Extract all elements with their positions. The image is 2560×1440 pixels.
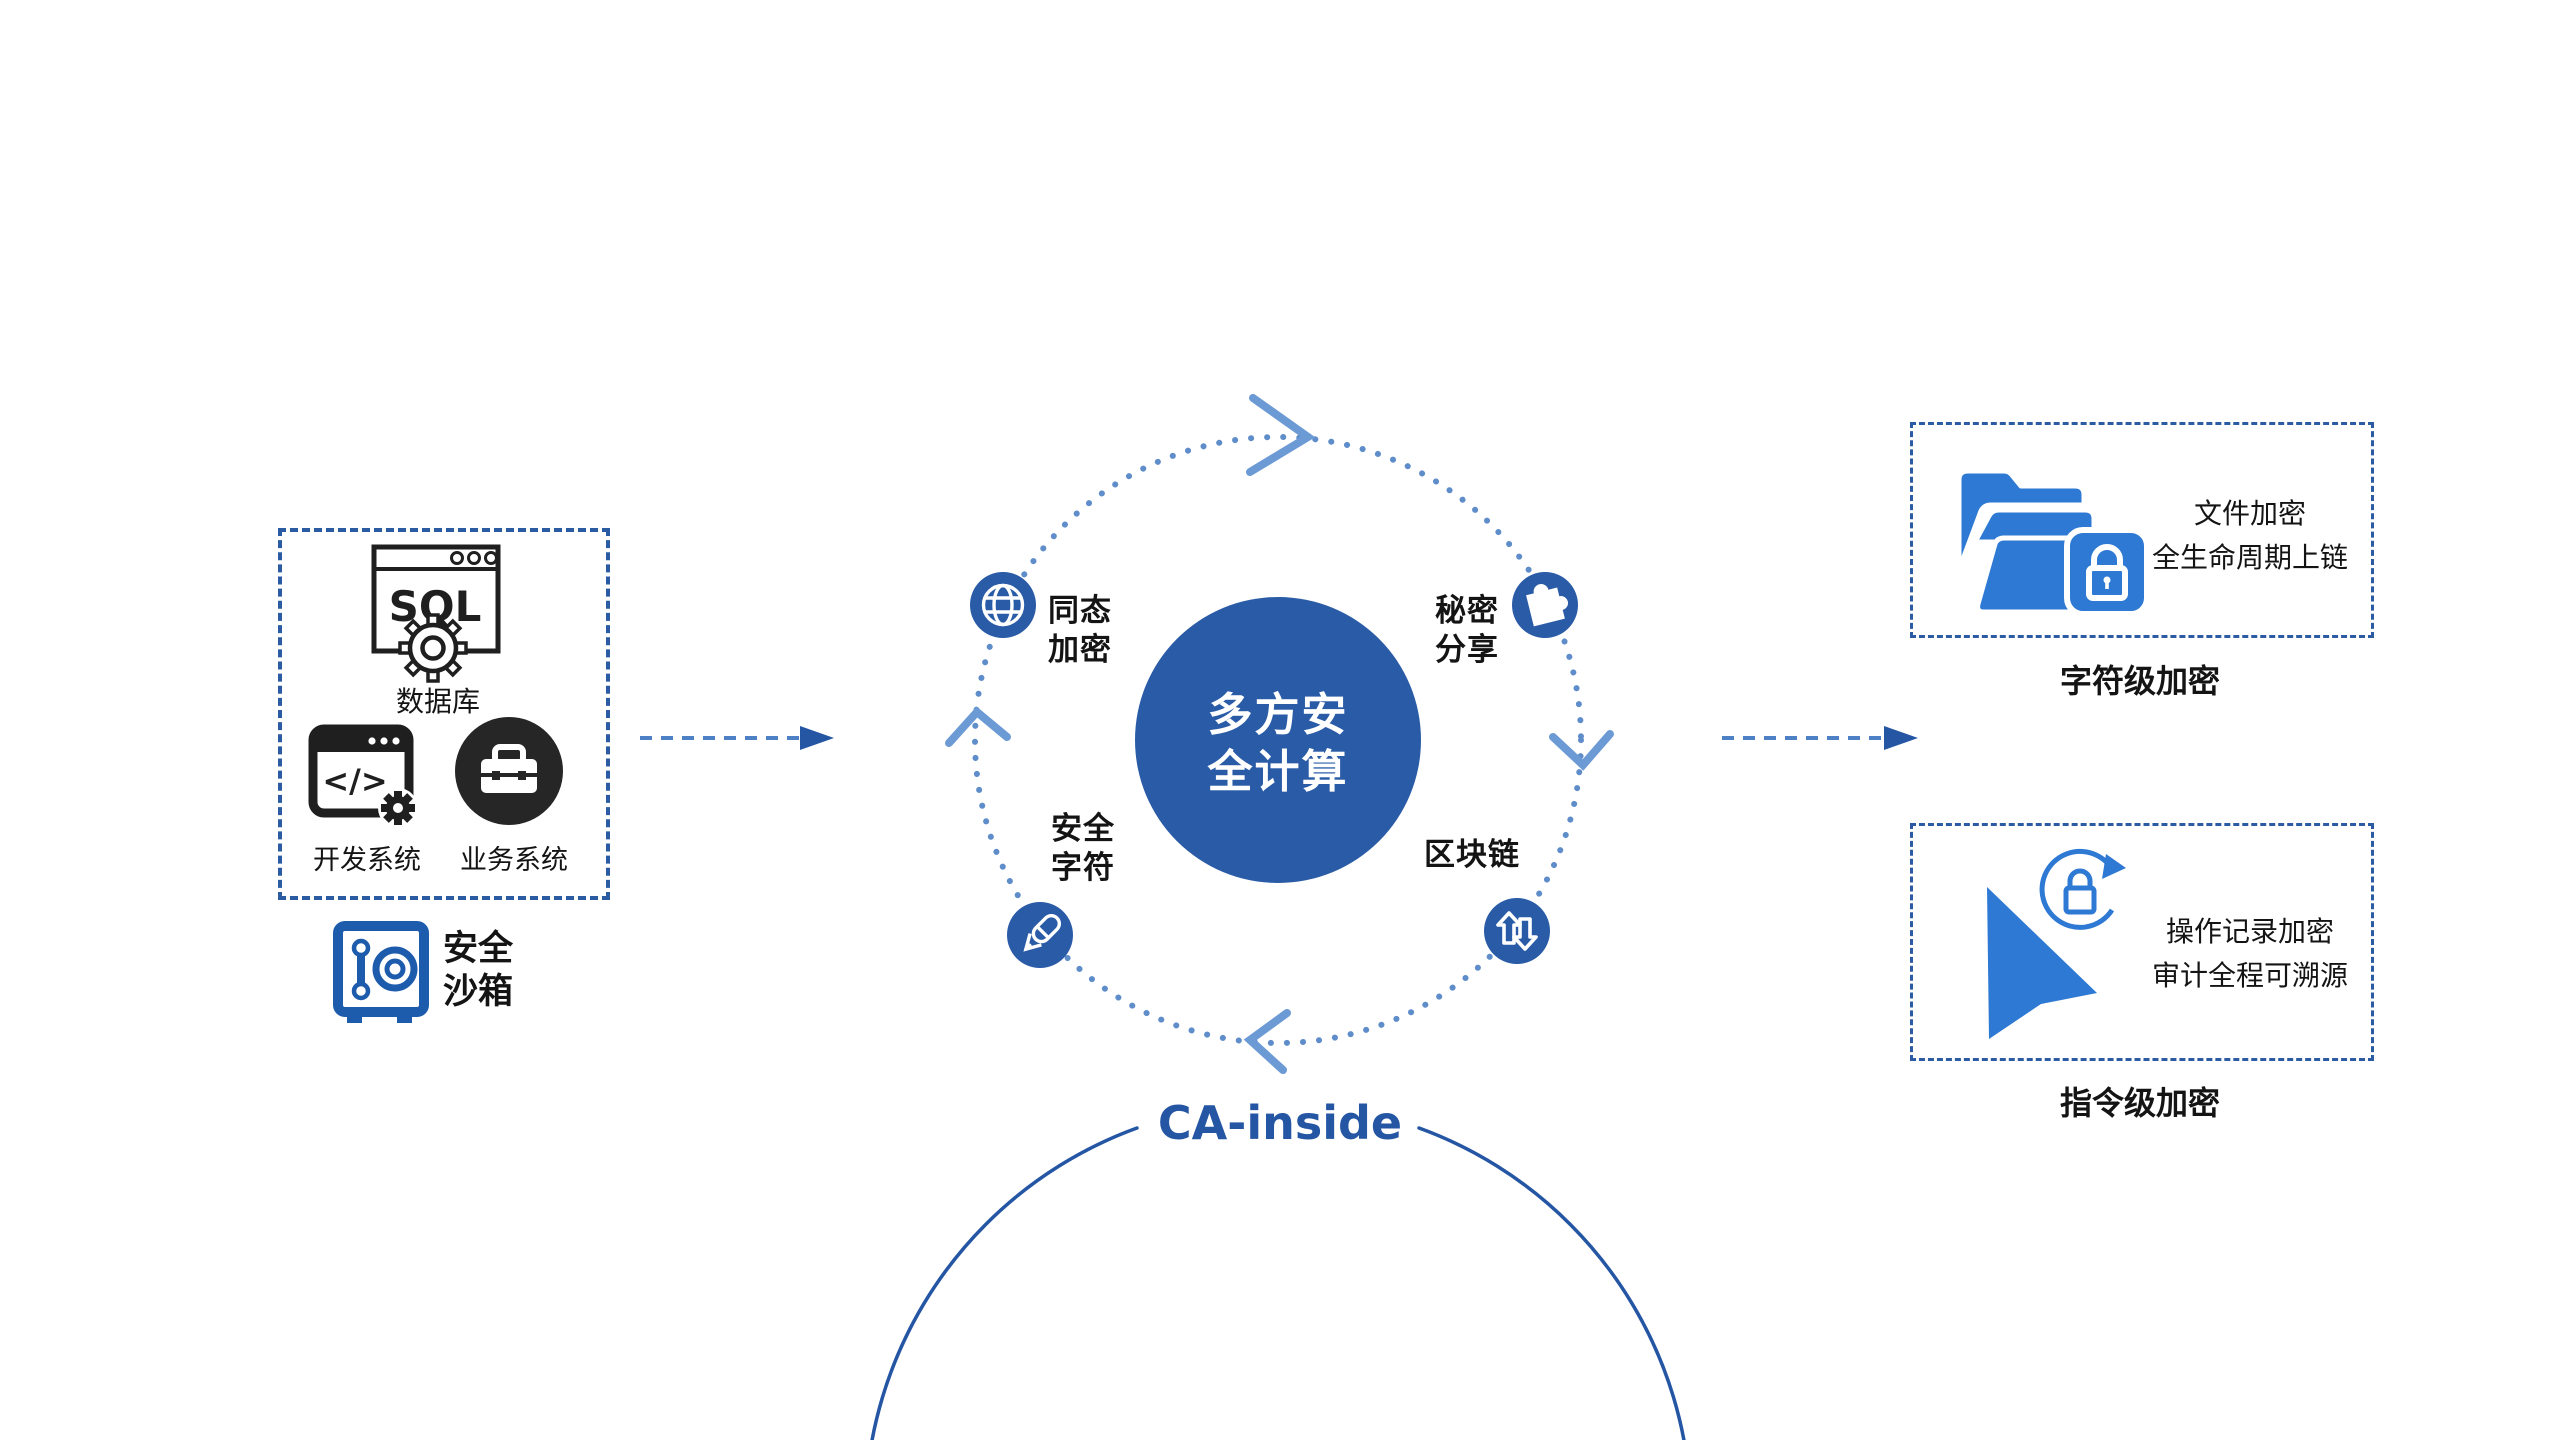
code-text: </> — [322, 762, 387, 800]
brand-label: CA-inside — [1157, 1096, 1403, 1150]
code-window-icon: </> — [308, 724, 418, 826]
arrowhead-icon — [800, 726, 834, 750]
core-label: 多方安 全计算 — [1128, 686, 1428, 800]
node-chars-line2: 字符 — [1051, 850, 1115, 886]
flow-arrow-right — [1722, 726, 1918, 750]
core-label-line1: 多方安 — [1207, 688, 1349, 741]
refresh-lock-icon — [2039, 848, 2126, 930]
chevron-up-icon — [945, 706, 1011, 747]
database-label: 数据库 — [395, 685, 480, 718]
core-label-line2: 全计算 — [1207, 745, 1349, 798]
char-level-caption: 字符级加密 — [2059, 662, 2220, 700]
chevron-down-icon — [1549, 730, 1614, 771]
pencil-icon — [1007, 902, 1073, 968]
sql-window-icon: SQL — [371, 544, 501, 683]
sandbox-label-line1: 安全 — [443, 929, 514, 969]
rotation-chevrons — [945, 394, 1614, 1074]
dev-system-label: 开发系统 — [313, 845, 421, 876]
node-label-secure-chars: 安全 字符 — [1051, 810, 1115, 888]
core-circle — [1135, 597, 1421, 883]
gear-icon — [378, 788, 418, 826]
chevron-right-icon — [1246, 394, 1316, 476]
safe-icon — [333, 921, 429, 1023]
puzzle-icon — [1512, 572, 1578, 638]
file-encryption-line1: 文件加密 — [2193, 497, 2306, 530]
arrowhead-icon — [1884, 726, 1918, 750]
node-chars-line1: 安全 — [1051, 811, 1115, 847]
folder-lock-icon — [1956, 468, 2150, 617]
audit-line1: 操作记录加密 — [2165, 915, 2334, 948]
audit-text: 操作记录加密 审计全程可溯源 — [2130, 910, 2370, 998]
flow-arrow-left — [640, 726, 834, 750]
file-encryption-text: 文件加密 全生命周期上链 — [2130, 492, 2370, 580]
chevron-left-icon — [1243, 1009, 1291, 1074]
instruction-level-caption: 指令级加密 — [2059, 1084, 2220, 1122]
window-dots-icon — [450, 551, 498, 565]
node-label-blockchain: 区块链 — [1424, 836, 1520, 875]
gear-icon — [398, 613, 468, 683]
node-label-homomorphic: 同态 加密 — [1048, 592, 1112, 670]
refresh-arrowhead-icon — [2102, 854, 2126, 879]
sandbox-label-line2: 沙箱 — [443, 972, 514, 1012]
data-sources-box — [278, 528, 610, 900]
cursor-lock-icon — [1987, 848, 2126, 1039]
file-encryption-line2: 全生命周期上链 — [2151, 541, 2348, 574]
outer-circle — [870, 1126, 1686, 1440]
node-secret-line2: 分享 — [1435, 632, 1499, 668]
node-label-secret-sharing: 秘密 分享 — [1435, 592, 1499, 670]
briefcase-icon — [455, 717, 563, 825]
sandbox-label: 安全 沙箱 — [443, 928, 513, 1014]
node-homomorphic-line1: 同态 — [1048, 593, 1112, 629]
node-secret-line1: 秘密 — [1435, 593, 1499, 629]
lock-badge-icon — [2064, 527, 2150, 617]
file-encryption-box — [1910, 422, 2374, 638]
transfer-arrows-icon — [1484, 898, 1550, 964]
globe-icon — [970, 572, 1036, 638]
node-homomorphic-line2: 加密 — [1048, 632, 1112, 668]
node-blockchain-line1: 区块链 — [1424, 837, 1520, 873]
cursor-pointer-icon — [1987, 887, 2097, 1039]
instruction-encryption-box — [1910, 823, 2374, 1061]
dotted-ring — [972, 434, 1584, 1046]
business-system-label: 业务系统 — [460, 845, 568, 876]
audit-line2: 审计全程可溯源 — [2151, 959, 2348, 992]
window-dots-icon — [368, 737, 400, 745]
